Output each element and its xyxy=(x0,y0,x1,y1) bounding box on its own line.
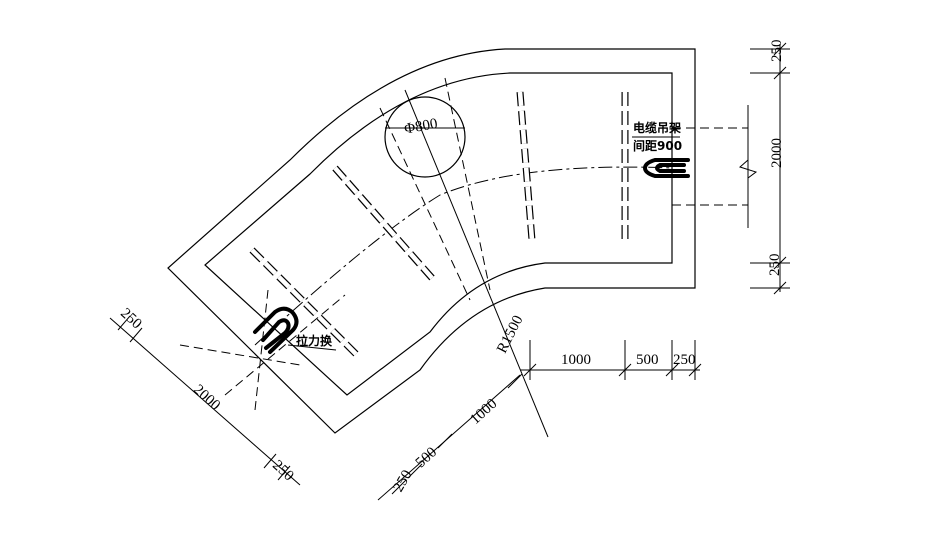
section-line-left-2 xyxy=(224,294,346,396)
bottom-h-tick-3 xyxy=(665,363,679,377)
pulling-eye-label: 拉力换 xyxy=(296,333,333,348)
right-dim-bottom: 250 xyxy=(767,254,783,277)
inner-wall-outline xyxy=(204,72,673,396)
right-tick-3 xyxy=(773,256,787,270)
left-tick-3 xyxy=(263,453,277,469)
left-tick-4 xyxy=(277,465,291,481)
pulling-eye-right-hook-inner xyxy=(655,163,686,173)
bottom-d-tick-4 xyxy=(391,479,407,495)
radial-dash-line-1 xyxy=(444,77,491,291)
pulling-eye-right-hook xyxy=(642,158,690,178)
bottom-d-tick-1 xyxy=(507,373,523,389)
cable-bracket-label-line1: 电缆吊架 xyxy=(633,120,681,135)
section-line-left-3 xyxy=(254,289,269,411)
bottom-d-dim-3: 250 xyxy=(391,467,416,494)
bottom-h-dim-1: 1000 xyxy=(561,352,591,368)
bottom-h-dim-3: 250 xyxy=(673,352,696,368)
pulling-eye-left-leader xyxy=(287,344,337,351)
cable-bracket-3-inner xyxy=(517,91,535,241)
section-line-left-1 xyxy=(179,344,301,366)
right-tick-4 xyxy=(773,281,787,295)
bottom-h-tick-1 xyxy=(523,363,537,377)
bottom-h-tick-2 xyxy=(618,363,632,377)
bottom-h-dim-2: 500 xyxy=(636,352,659,368)
bottom-d-tick-3 xyxy=(407,463,423,479)
centerline-arc xyxy=(254,166,673,346)
right-dim-top: 250 xyxy=(769,40,785,63)
bottom-d-tick-2 xyxy=(437,433,453,449)
bottom-d-dim-1: 1000 xyxy=(467,396,500,428)
bottom-h-tick-4 xyxy=(688,363,702,377)
radius-label: R1500 xyxy=(494,313,526,356)
radial-dash-line-2 xyxy=(379,107,471,301)
manhole-circle xyxy=(384,96,466,178)
cable-bracket-2-inner xyxy=(333,166,434,280)
left-tick-1 xyxy=(117,315,131,331)
outer-wall-outline xyxy=(167,48,696,434)
right-tick-2 xyxy=(773,66,787,80)
left-dim-line xyxy=(109,317,301,486)
right-tick-1 xyxy=(773,42,787,56)
manhole-label: Φ800 xyxy=(403,116,439,138)
left-dim-mid: 2000 xyxy=(190,382,223,414)
right-dim-mid: 2000 xyxy=(769,138,785,168)
pulling-eye-left-hook xyxy=(253,306,299,354)
radius-line xyxy=(404,89,549,438)
left-tick-2 xyxy=(129,327,143,343)
right-break-symbol xyxy=(738,159,758,179)
cable-bracket-label-line2: 间距900 xyxy=(633,138,682,153)
pulling-eye-left-hook-inner xyxy=(261,318,291,350)
cable-bracket-1-inner xyxy=(250,248,359,357)
